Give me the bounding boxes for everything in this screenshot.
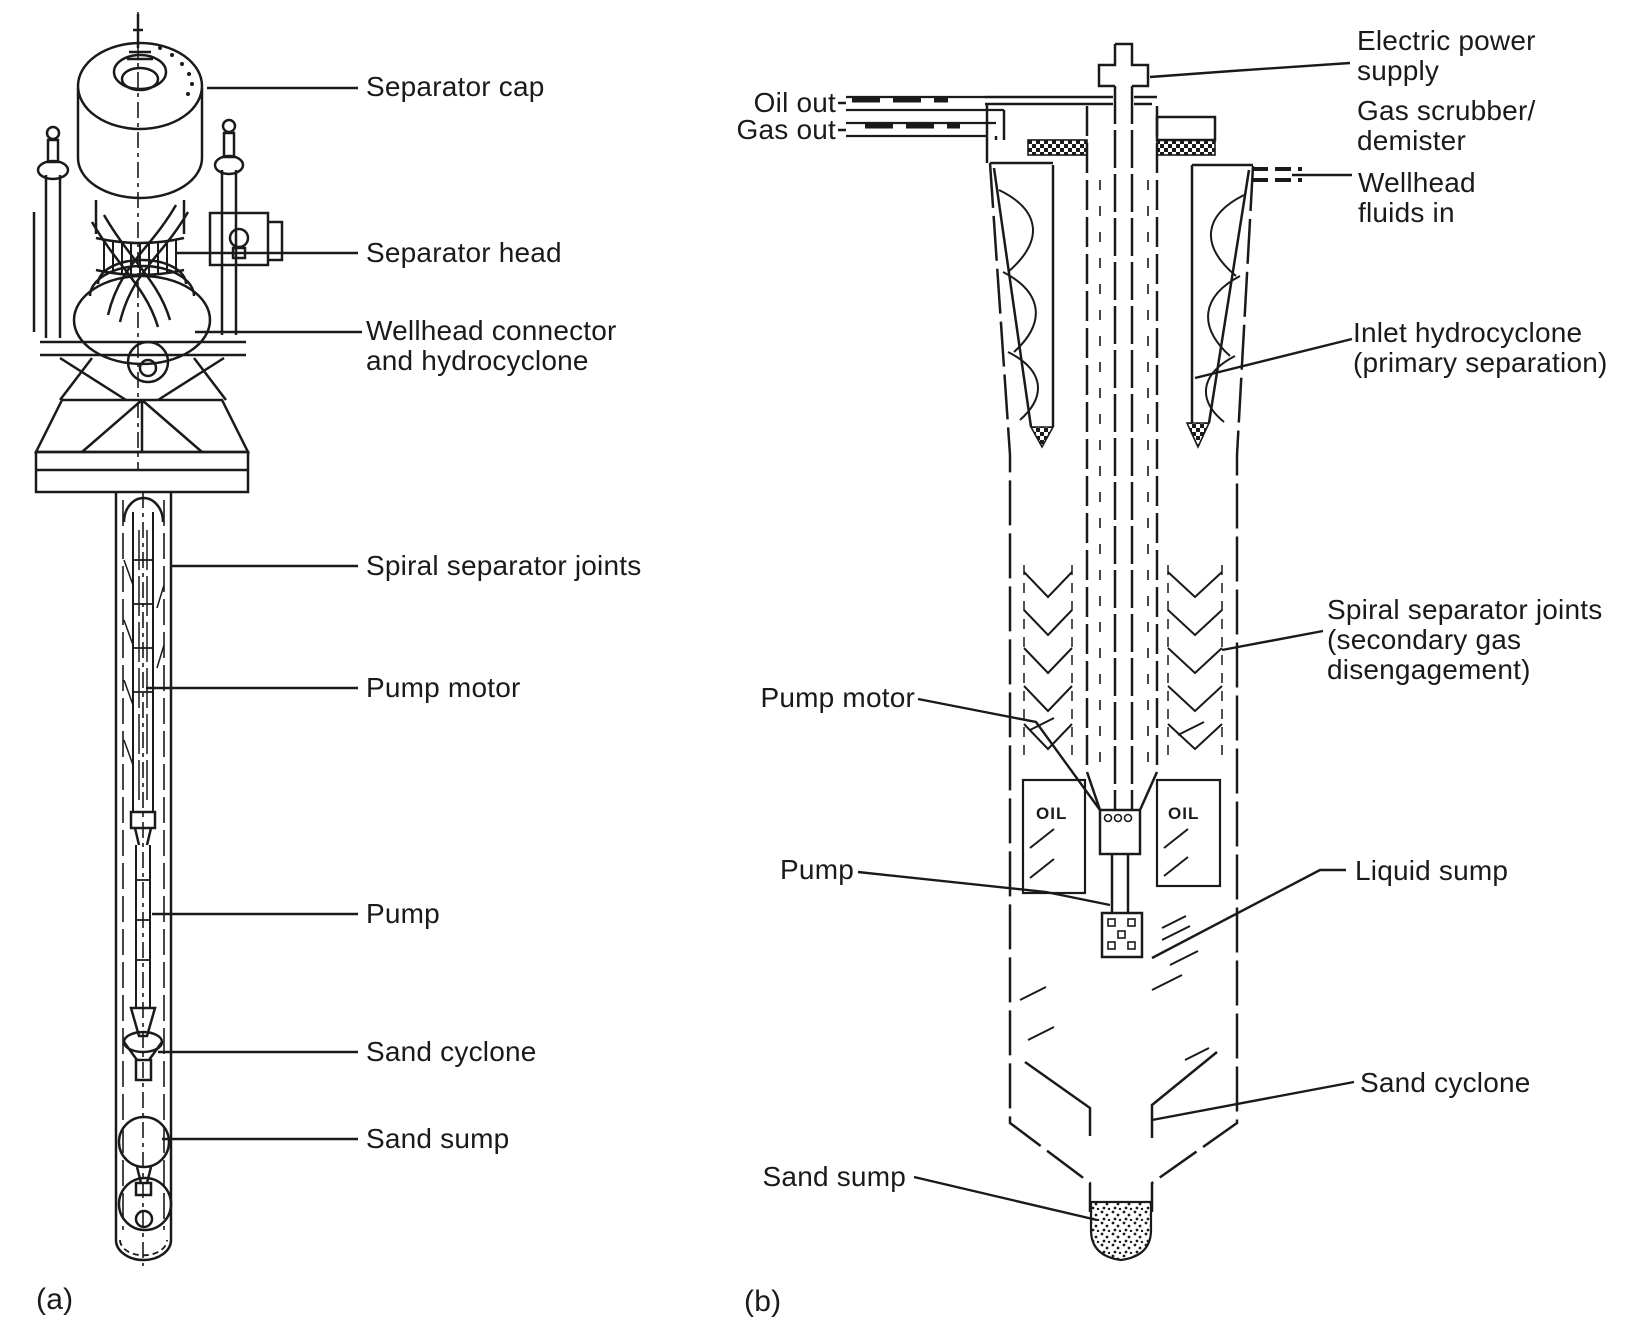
- vessel-shell-drawing: [988, 161, 1255, 1212]
- panel-b-leaders: [838, 61, 1355, 1222]
- label-gas-scrubber: Gas scrubber/ demister: [1357, 95, 1536, 156]
- label-liquid-sump: Liquid sump: [1355, 855, 1509, 886]
- panel-a-leaders: [146, 86, 362, 1141]
- label-wellhead-connector: Wellhead connector and hydrocyclone: [366, 315, 617, 376]
- label-sand-sump-a: Sand sump: [366, 1123, 510, 1154]
- label-spiral-joints-a: Spiral separator joints: [366, 550, 642, 581]
- label-wellhead-fluids: Wellhead fluids in: [1358, 167, 1476, 228]
- label-gas-out: Gas out: [736, 114, 836, 145]
- label-oil-out: Oil out: [753, 87, 836, 118]
- liquid-shading: [1019, 717, 1210, 1061]
- oil-text-left: OIL: [1036, 804, 1068, 823]
- sand-cyclone-sump-drawing: [1024, 1051, 1218, 1262]
- oil-compartments-drawing: [1021, 778, 1222, 895]
- separator-cap-drawing: [76, 41, 204, 200]
- pump-assembly-drawing: [1085, 771, 1159, 959]
- label-separator-head: Separator head: [366, 237, 562, 268]
- panel-a-drawing: [32, 12, 362, 1266]
- separator-head-drawing: [72, 200, 212, 384]
- label-sand-sump-b: Sand sump: [762, 1161, 906, 1192]
- panel-b-tag: (b): [744, 1285, 782, 1318]
- label-sand-cyclone-a: Sand cyclone: [366, 1036, 537, 1067]
- separator-tube-drawing: [114, 492, 173, 1262]
- label-sand-cyclone-b: Sand cyclone: [1360, 1067, 1531, 1098]
- wellhead-frame-drawing: [32, 118, 284, 494]
- oil-text-right: OIL: [1168, 804, 1200, 823]
- label-spiral-joints-b: Spiral separator joints (secondary gas d…: [1327, 594, 1603, 685]
- power-supply-drawing: [1097, 42, 1150, 810]
- hydrocyclone-drawing: [992, 165, 1251, 449]
- riser-tubes-drawing: [1085, 106, 1159, 772]
- outlets-demister-drawing: [846, 95, 1302, 182]
- spiral-joints-drawing: [1023, 565, 1223, 758]
- label-pump-motor-a: Pump motor: [366, 672, 521, 703]
- label-electric-power: Electric power supply: [1357, 25, 1536, 86]
- panel-a-tag: (a): [36, 1283, 74, 1316]
- label-pump-a: Pump: [366, 898, 440, 929]
- label-inlet-hydrocyclone: Inlet hydrocyclone (primary separation): [1353, 317, 1608, 378]
- label-pump-motor-b: Pump motor: [760, 682, 915, 713]
- panel-b-drawing: [838, 42, 1355, 1262]
- label-pump-b: Pump: [780, 854, 854, 885]
- label-separator-cap: Separator cap: [366, 71, 545, 102]
